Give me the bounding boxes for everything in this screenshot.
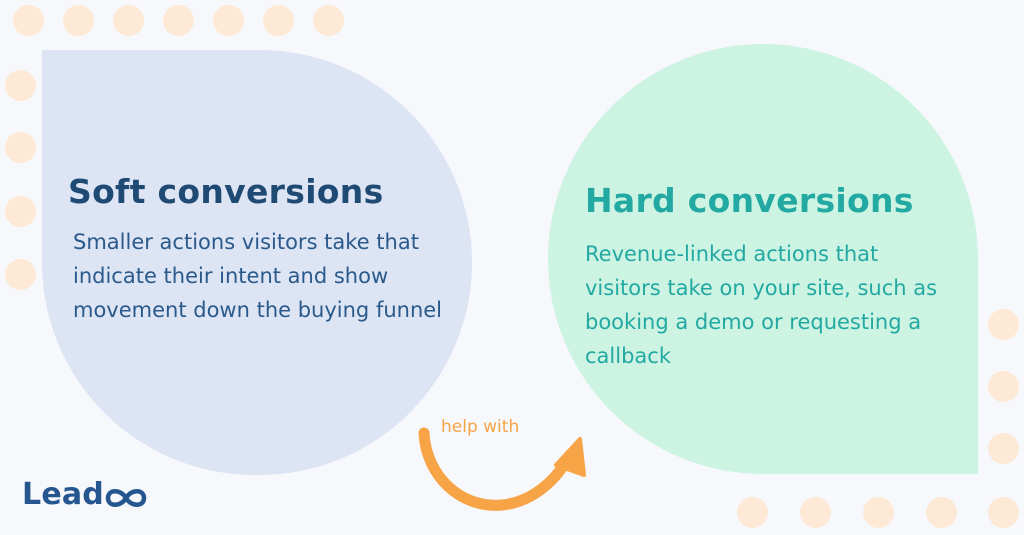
- hard-conversions-blob: [548, 44, 978, 474]
- decorative-dot: [988, 309, 1019, 340]
- decorative-dot: [163, 5, 194, 36]
- decorative-dot: [5, 259, 36, 290]
- decorative-dot: [988, 371, 1019, 402]
- decorative-dot: [863, 497, 894, 528]
- decorative-dot: [113, 5, 144, 36]
- hard-conversions-description: Revenue-linked actions that visitors tak…: [585, 242, 938, 368]
- decorative-dot: [5, 70, 36, 101]
- decorative-dot: [263, 5, 294, 36]
- decorative-dot: [737, 497, 768, 528]
- soft-conversions-blob: [42, 50, 472, 475]
- infinity-logo-icon: [105, 489, 147, 507]
- decorative-dot: [926, 497, 957, 528]
- decorative-dot: [5, 196, 36, 227]
- leadoo-logo: Lead: [22, 477, 147, 512]
- decorative-dot: [988, 497, 1019, 528]
- curved-arrow-icon: [418, 427, 586, 511]
- soft-conversions-description: Smaller actions visitors take that indic…: [73, 230, 443, 322]
- decorative-dot: [13, 5, 44, 36]
- decorative-dot: [800, 497, 831, 528]
- decorative-dot: [63, 5, 94, 36]
- connector-label: help with: [441, 417, 520, 437]
- soft-conversions-title: Soft conversions: [68, 172, 384, 211]
- decorative-dot: [213, 5, 244, 36]
- logo-text: Lead: [22, 477, 104, 512]
- decorative-dot: [313, 5, 344, 36]
- hard-conversions-title: Hard conversions: [585, 181, 914, 220]
- decorative-dot: [5, 132, 36, 163]
- decorative-dot: [988, 433, 1019, 464]
